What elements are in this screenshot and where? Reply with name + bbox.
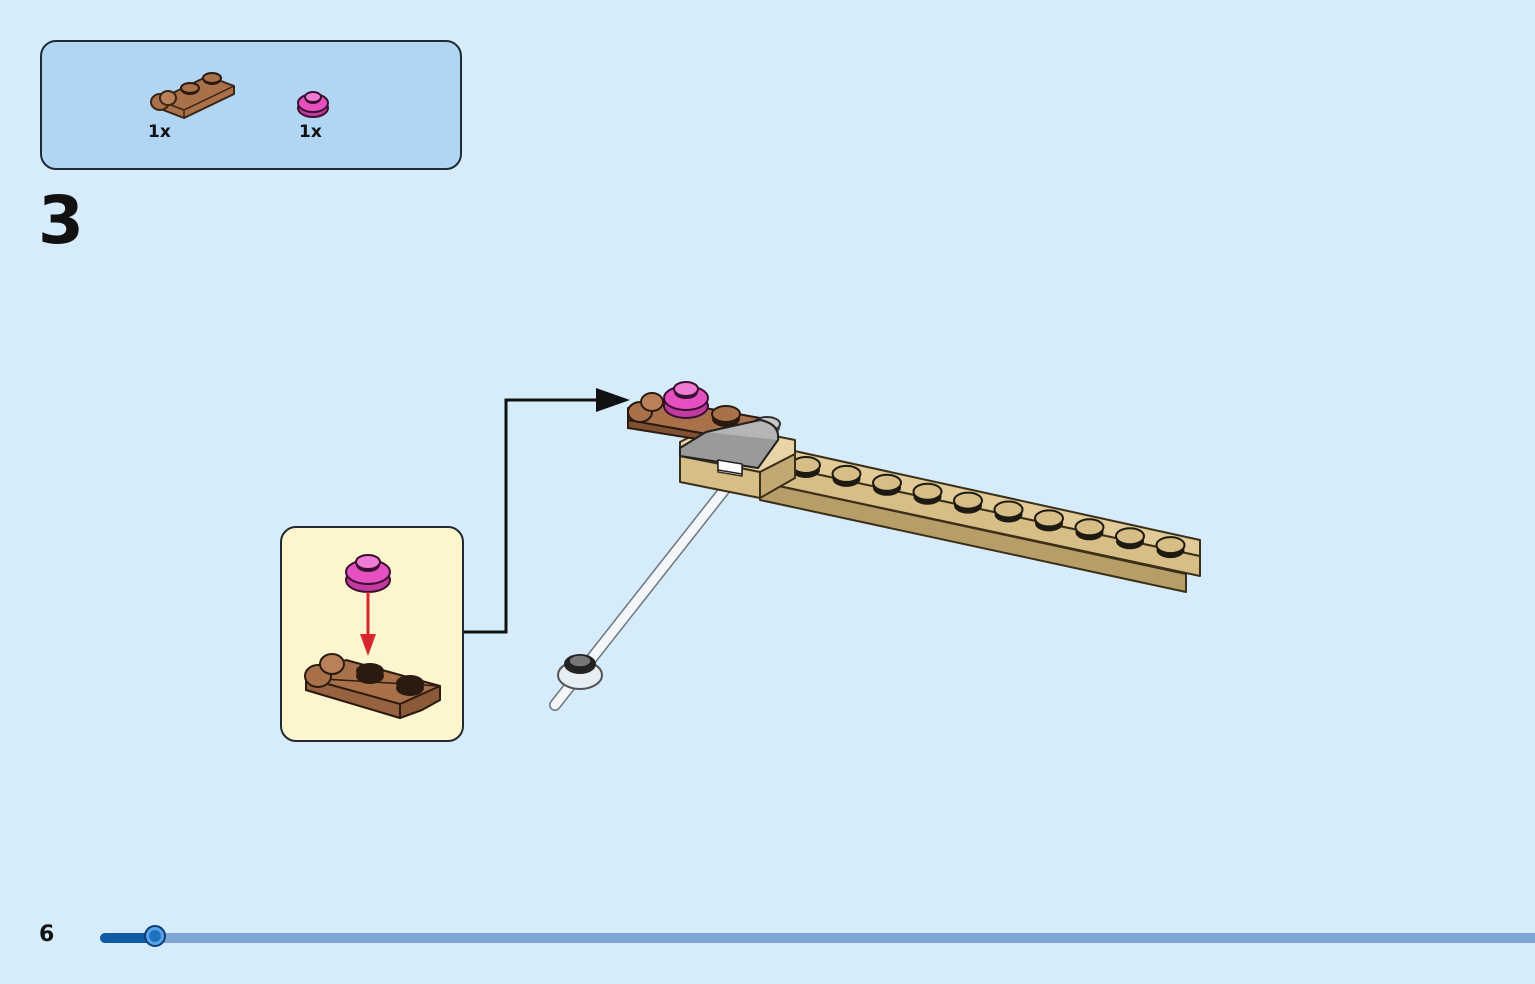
tan-long-plate [759,449,1201,593]
transparent-bar [549,464,746,711]
pink-round-plate-icon [296,88,330,120]
part-quantity-label: 1x [148,122,171,142]
stud [953,491,983,514]
progress-fill [100,933,155,943]
stud [1155,536,1186,559]
step-number: 3 [38,182,84,259]
stud [1115,527,1145,550]
sub-step-callout [280,526,464,742]
red-arrow-down-icon [360,592,376,656]
grey-slope [679,418,780,475]
pink-round-plate-icon [345,554,391,593]
stud [993,500,1024,523]
page-number: 6 [39,922,55,947]
stud [791,456,821,478]
stud [831,464,862,487]
parts-list-box: 1x 1x [40,40,462,170]
progress-knob [143,925,166,947]
progress-track [100,925,1535,947]
part-quantity-label: 1x [299,122,322,142]
stud [912,482,943,505]
brown-plate-with-clip-icon [146,66,236,122]
arrow-head-icon [596,388,630,412]
stud [872,473,902,496]
stud [1074,518,1105,541]
pink-round-plate [663,381,709,419]
tan-plate-studs [791,456,1186,559]
stud [1034,509,1064,532]
brown-plate-with-clip-icon [304,653,441,719]
